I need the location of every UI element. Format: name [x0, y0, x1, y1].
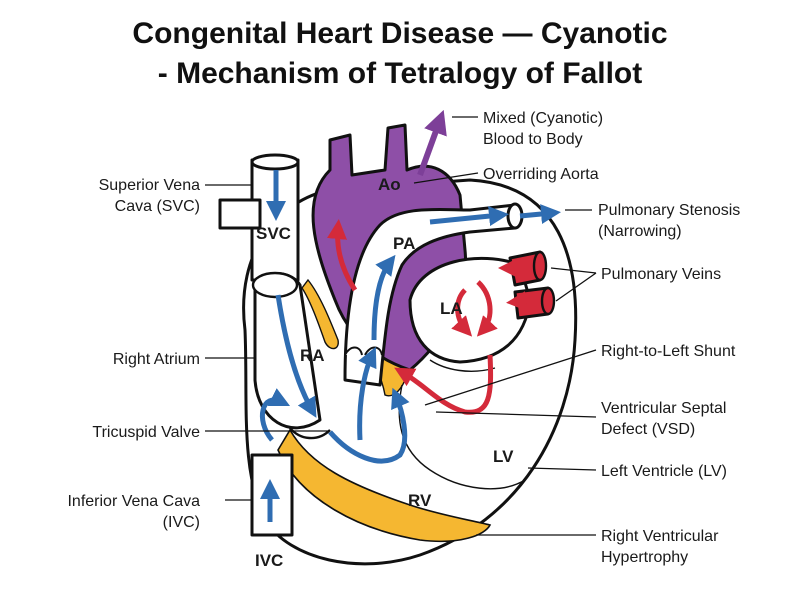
ra-appendage	[251, 271, 299, 299]
label-vsd-1: Ventricular Septal	[601, 400, 726, 417]
label-rvh-1: Right Ventricular	[601, 528, 719, 545]
label-la: LA	[440, 299, 463, 318]
label-mixed-blood-2: Blood to Body	[483, 131, 583, 148]
label-right-atrium: Right Atrium	[113, 351, 200, 368]
label-svc-2: Cava (SVC)	[115, 198, 200, 215]
rv-to-pa-arrow	[357, 346, 377, 441]
la-left-arrow	[451, 288, 473, 337]
label-overriding-aorta: Overriding Aorta	[483, 166, 599, 183]
label-ivc-2: (IVC)	[163, 514, 200, 531]
left-atrium	[408, 256, 532, 364]
label-tricuspid-valve: Tricuspid Valve	[92, 424, 200, 441]
diagram-title-line2: - Mechanism of Tetralogy of Fallot	[158, 57, 642, 90]
pa-upflow-arrow	[371, 254, 396, 341]
pa-opening	[506, 202, 524, 230]
ra-downflow-arrow	[275, 294, 317, 418]
label-ivc: IVC	[255, 551, 283, 570]
label-left-ventricle: Left Ventricle (LV)	[601, 463, 727, 480]
label-svc: SVC	[256, 224, 291, 243]
label-right-to-left-shunt: Right-to-Left Shunt	[601, 343, 736, 360]
rv-flow-arrow	[328, 387, 410, 464]
label-vsd-2: Defect (VSD)	[601, 421, 695, 438]
label-ao: Ao	[378, 175, 401, 194]
label-pulmonary-stenosis-2: (Narrowing)	[598, 223, 682, 240]
label-rvh-2: Hypertrophy	[601, 549, 688, 566]
aorta-upflow-arrow	[327, 219, 358, 292]
pulmonary-vein-lower-opening	[540, 286, 556, 316]
interventricular-septum	[398, 384, 526, 490]
label-pulmonary-stenosis-1: Pulmonary Stenosis	[598, 202, 740, 219]
label-pulmonary-veins: Pulmonary Veins	[601, 266, 721, 283]
label-ra: RA	[300, 346, 325, 365]
ra-loop-arrow	[260, 388, 291, 442]
leader-lines	[205, 116, 597, 536]
label-rv: RV	[408, 491, 432, 510]
pv-inflow-arrow-lower	[506, 291, 539, 312]
label-svc-1: Superior Vena	[99, 177, 201, 194]
svc-opening	[250, 153, 300, 171]
outflow-hypertrophy	[301, 278, 339, 350]
label-ivc-1: Inferior Vena Cava	[67, 493, 200, 510]
pa-exit-arrow	[519, 204, 561, 224]
pulmonary-vein-upper-opening	[532, 250, 548, 282]
mixed-blood-arrow	[417, 109, 447, 177]
diagram-title-line1: Congenital Heart Disease — Cyanotic	[132, 17, 667, 50]
label-pa: PA	[393, 234, 415, 253]
svc-branch	[218, 198, 262, 230]
right-ventricular-hypertrophy-wall	[277, 428, 492, 543]
label-lv: LV	[493, 447, 514, 466]
label-mixed-blood-1: Mixed (Cyanotic)	[483, 110, 603, 127]
la-right-arrow	[476, 280, 498, 337]
pa-outflow-arrow	[429, 206, 509, 227]
